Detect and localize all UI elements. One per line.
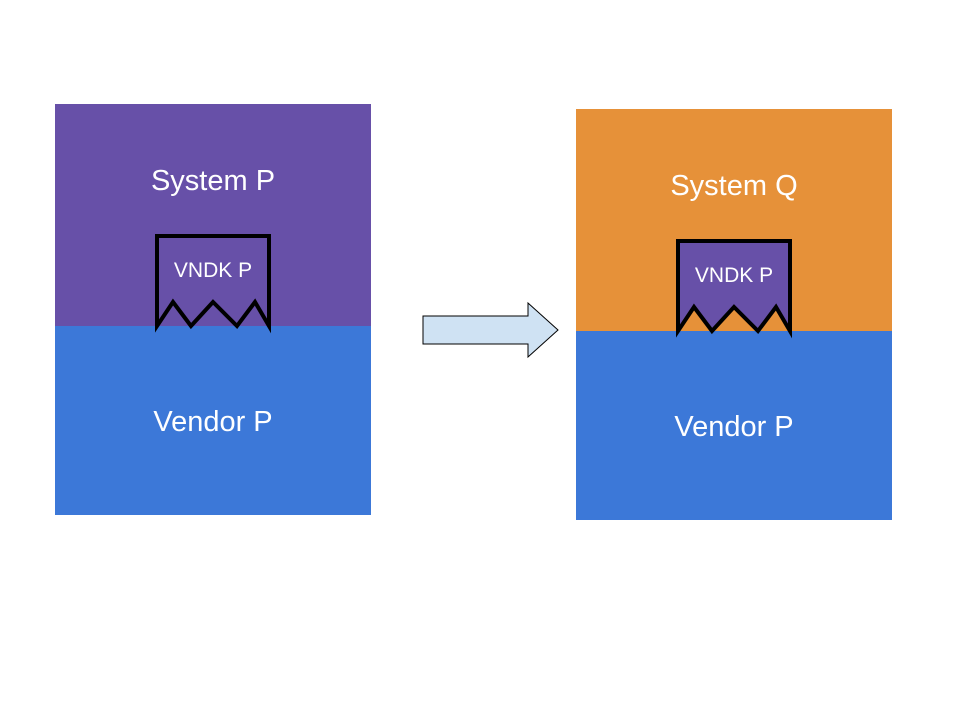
system-q-label: System Q — [670, 170, 798, 202]
right-arrow-icon — [422, 301, 559, 359]
vendor-p-block-after: Vendor P — [576, 331, 892, 520]
vndk-p-label-after: VNDK P — [694, 264, 774, 287]
system-p-label: System P — [150, 165, 276, 197]
vndk-p-label-before: VNDK P — [173, 259, 253, 282]
before-stack: System P Vendor P VNDK P — [55, 104, 371, 515]
arrow-shape — [422, 301, 559, 359]
vndk-p-outline-before — [155, 234, 271, 334]
vendor-p-block-before: Vendor P — [55, 326, 371, 515]
vndk-p-outline-after — [676, 239, 792, 339]
vndk-p-module-before — [155, 234, 271, 334]
vndk-p-module-after — [676, 239, 792, 339]
after-stack: System Q Vendor P VNDK P — [576, 109, 892, 520]
vendor-p-label-after: Vendor P — [674, 411, 794, 443]
vendor-p-label-before: Vendor P — [153, 406, 273, 438]
system-q-block: System Q — [576, 109, 892, 331]
